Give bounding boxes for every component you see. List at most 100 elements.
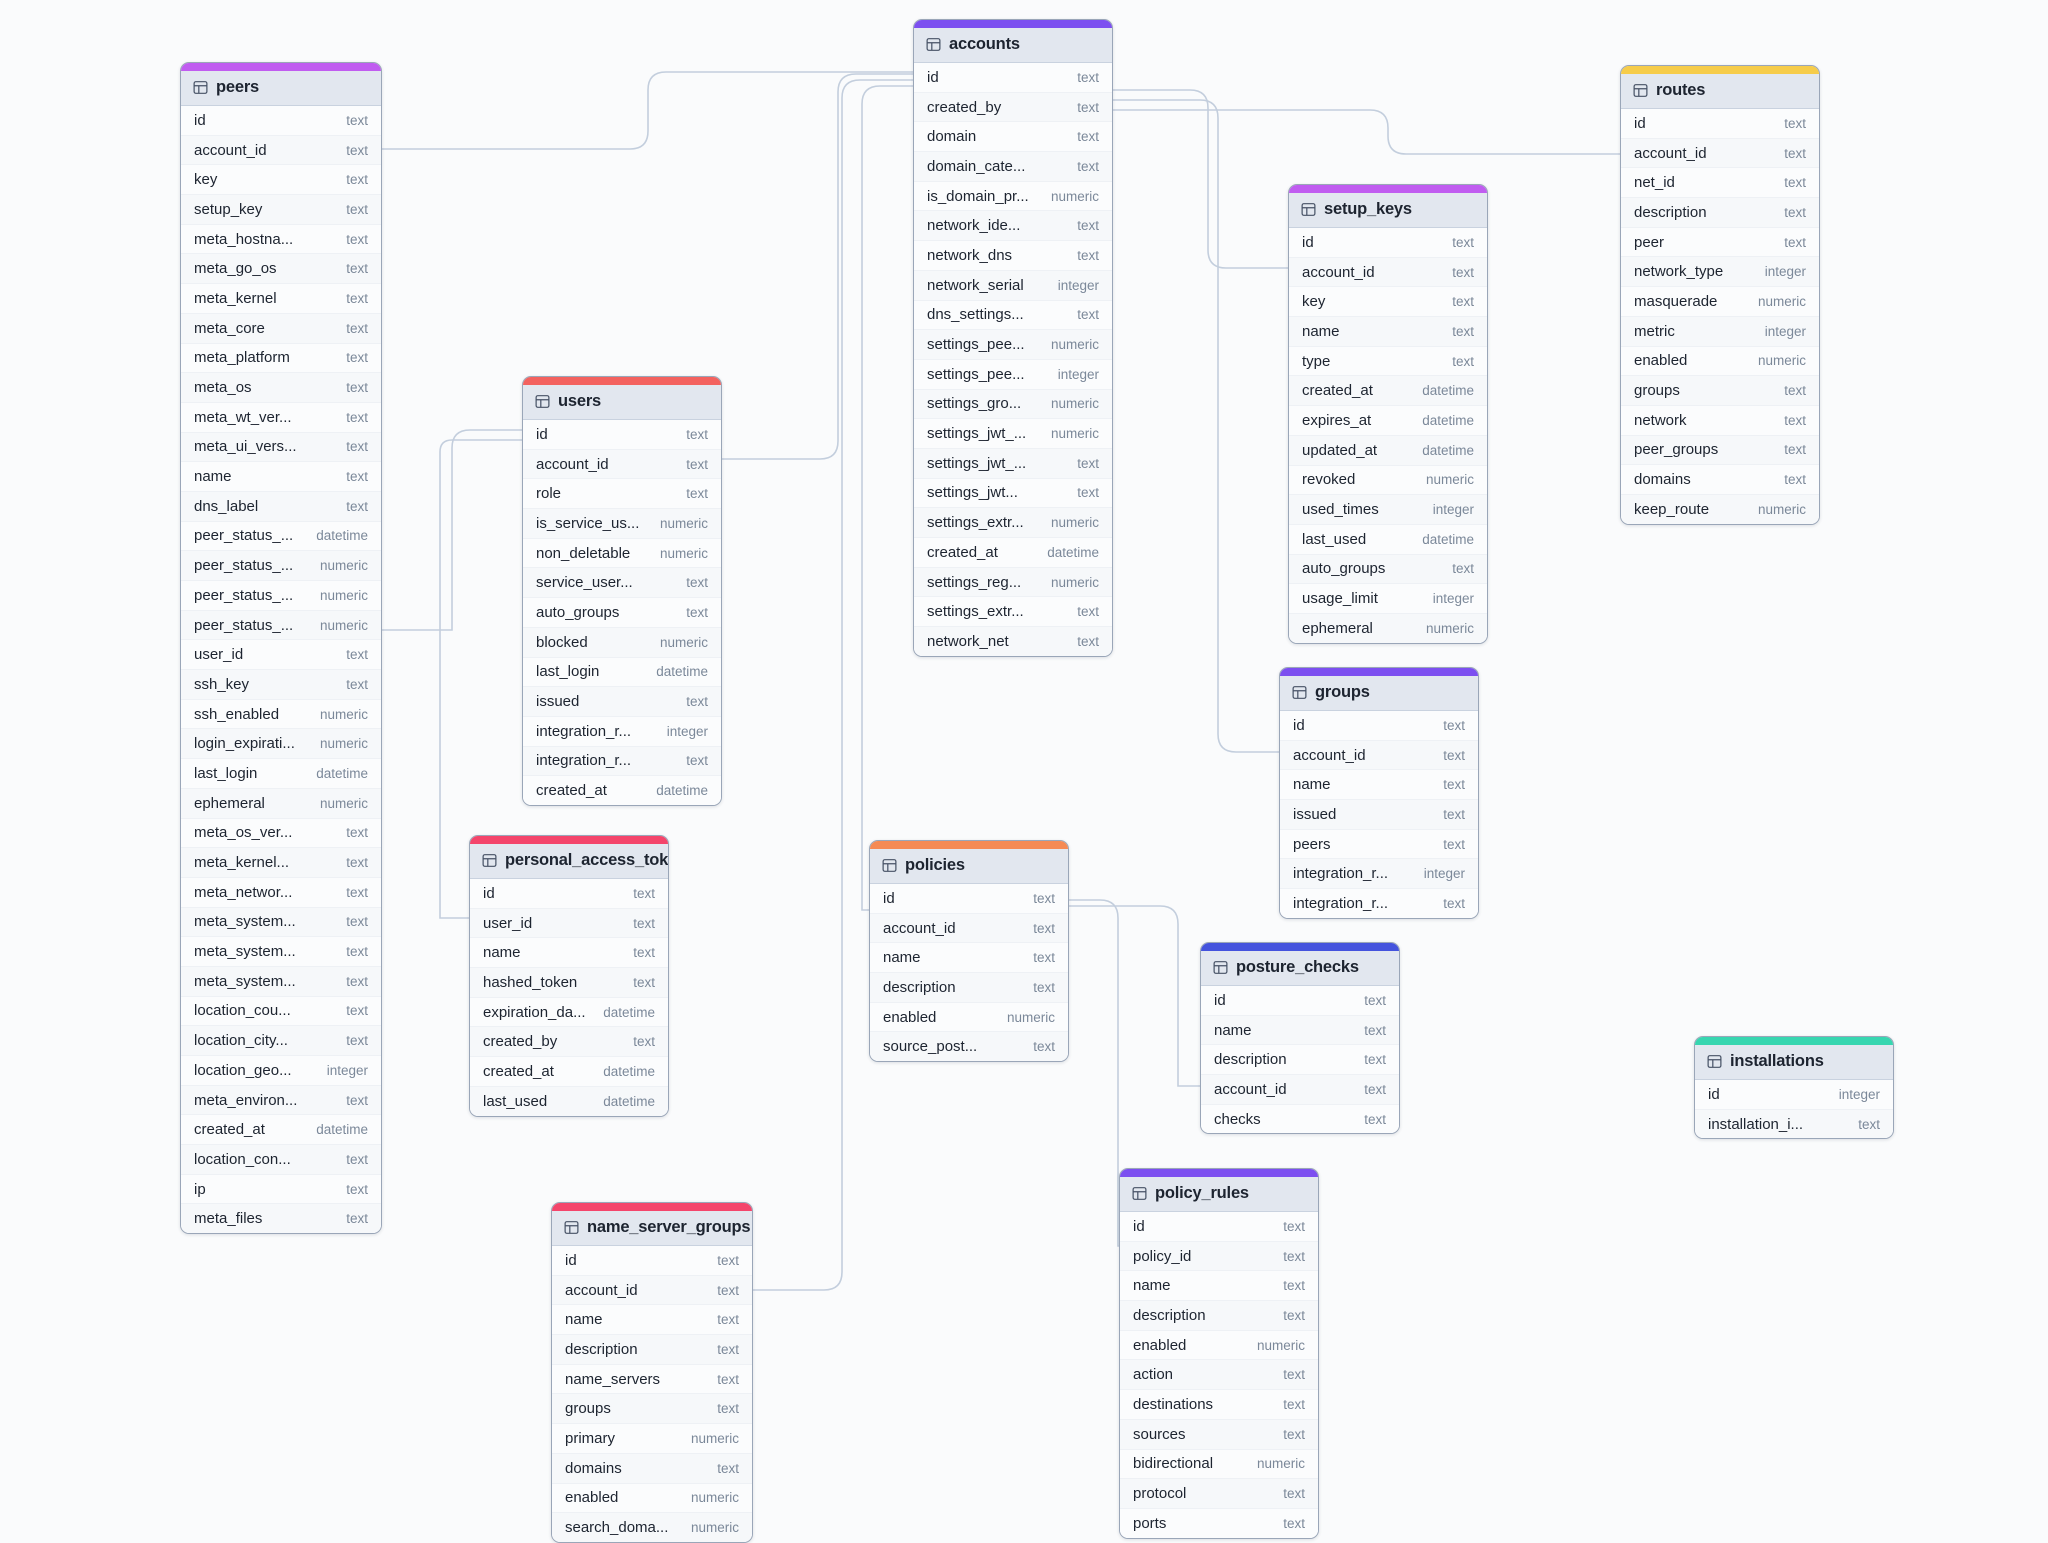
- table-card-personal_access_tokens[interactable]: personal_access_tokensidtextuser_idtextn…: [469, 835, 669, 1117]
- table-header[interactable]: accounts: [914, 28, 1112, 63]
- column-row[interactable]: network_ide...text: [914, 211, 1112, 242]
- column-row[interactable]: peer_status_...numeric: [181, 551, 381, 581]
- column-row[interactable]: settings_pee...integer: [914, 359, 1112, 390]
- column-row[interactable]: is_domain_pr...numeric: [914, 181, 1112, 212]
- column-row[interactable]: meta_kernel...text: [181, 848, 381, 878]
- column-row[interactable]: search_doma...numeric: [552, 1513, 752, 1542]
- table-header[interactable]: posture_checks: [1201, 951, 1399, 986]
- table-header[interactable]: routes: [1621, 74, 1819, 109]
- table-header[interactable]: users: [523, 385, 721, 420]
- column-row[interactable]: location_city...text: [181, 1026, 381, 1056]
- column-row[interactable]: login_expirati...numeric: [181, 729, 381, 760]
- column-row[interactable]: settings_gro...numeric: [914, 389, 1112, 420]
- column-row[interactable]: meta_system...text: [181, 966, 381, 997]
- column-row[interactable]: installation_i...text: [1695, 1109, 1893, 1139]
- column-row[interactable]: integration_r...integer: [523, 716, 721, 747]
- column-row[interactable]: meta_networ...text: [181, 877, 381, 908]
- column-row[interactable]: integration_r...text: [523, 746, 721, 777]
- table-header[interactable]: personal_access_tokens: [470, 844, 668, 879]
- table-header[interactable]: name_server_groups: [552, 1211, 752, 1246]
- table-header[interactable]: groups: [1280, 676, 1478, 711]
- column-row[interactable]: settings_extr...text: [914, 597, 1112, 628]
- column-row[interactable]: meta_os_ver...text: [181, 818, 381, 849]
- column-row[interactable]: settings_extr...numeric: [914, 508, 1112, 538]
- column-row[interactable]: integration_r...integer: [1280, 859, 1478, 890]
- column-row[interactable]: service_user...text: [523, 568, 721, 599]
- column-row[interactable]: integration_r...text: [1280, 889, 1478, 918]
- column-row[interactable]: meta_system...text: [181, 937, 381, 967]
- column-row[interactable]: settings_jwt...text: [914, 478, 1112, 509]
